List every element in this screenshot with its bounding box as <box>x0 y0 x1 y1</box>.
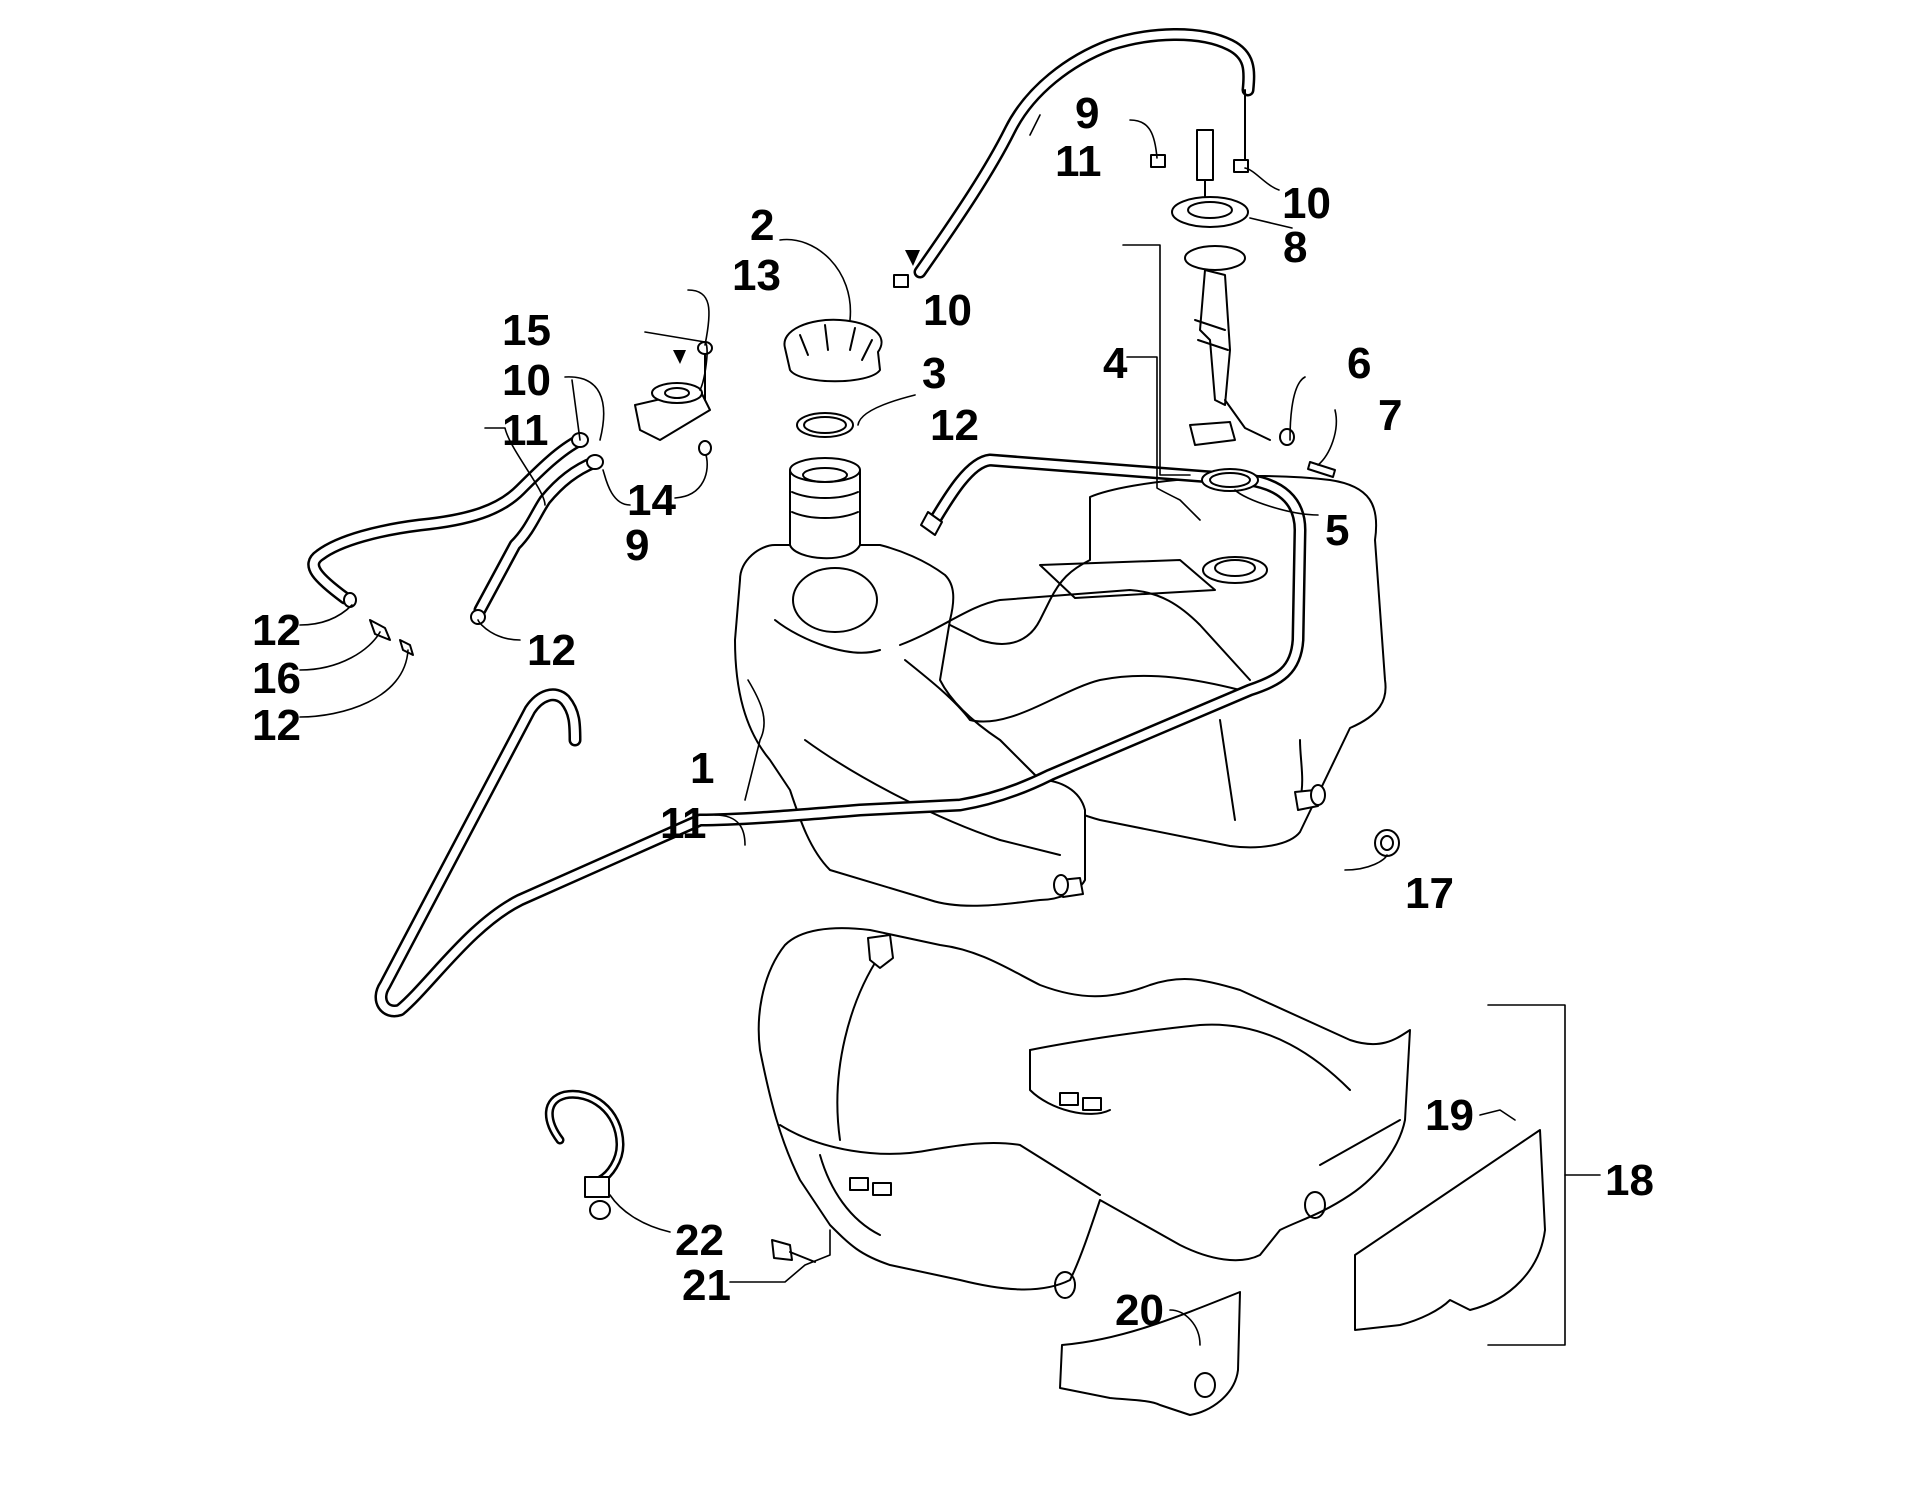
callout-22: 22 <box>675 1216 724 1265</box>
callout-7: 7 <box>1378 391 1402 440</box>
callout-10-mid: 10 <box>923 286 972 335</box>
callout-10-top-right: 10 <box>1282 179 1331 228</box>
callout-14: 14 <box>627 476 676 525</box>
callout-10-left: 10 <box>502 356 551 405</box>
callout-6: 6 <box>1347 339 1371 388</box>
vent-hose-lower <box>374 453 1307 1018</box>
arrow-markers <box>673 250 920 364</box>
callout-1: 1 <box>690 744 714 793</box>
callout-4: 4 <box>1103 339 1128 388</box>
fuel-cap <box>783 318 883 383</box>
skid-side-panel-right <box>1354 1129 1546 1331</box>
callout-2: 2 <box>750 201 774 250</box>
callout-11-top: 11 <box>1055 137 1102 186</box>
callout-13: 13 <box>732 251 781 300</box>
callout-9-top: 9 <box>1075 89 1099 138</box>
callout-19: 19 <box>1425 1091 1474 1140</box>
callout-12-fitting-a: 12 <box>252 606 301 655</box>
callout-11-lower: 11 <box>660 799 707 848</box>
callout-15: 15 <box>502 306 551 355</box>
callout-20: 20 <box>1115 1286 1164 1335</box>
callout-12-center: 12 <box>930 401 979 450</box>
callout-16: 16 <box>252 654 301 703</box>
fuel-tank <box>734 457 1387 907</box>
callout-17: 17 <box>1405 869 1454 918</box>
skid-plate-screw <box>771 1239 816 1263</box>
callout-12-hose-end: 12 <box>527 626 576 675</box>
callout-5: 5 <box>1325 506 1349 555</box>
cap-gasket <box>796 412 854 438</box>
skid-plate <box>757 927 1411 1299</box>
callout-12-fitting-b: 12 <box>252 701 301 750</box>
callout-labels: 1 2 3 4 5 6 7 8 9 9 10 10 10 11 11 11 12… <box>252 89 1654 1335</box>
callout-21: 21 <box>682 1261 731 1310</box>
callout-11-left: 11 <box>502 406 549 455</box>
leader-lines <box>299 114 1601 1346</box>
callout-9-left: 9 <box>625 521 649 570</box>
fuel-pump-assembly <box>893 28 1336 492</box>
hose-clamp <box>544 1089 625 1220</box>
callout-8: 8 <box>1283 223 1307 272</box>
skid-side-panel-lower <box>1059 1291 1241 1416</box>
grommet <box>1374 829 1400 857</box>
callout-3: 3 <box>922 349 946 398</box>
callout-18: 18 <box>1605 1156 1654 1205</box>
vent-valve-assembly <box>307 341 713 656</box>
